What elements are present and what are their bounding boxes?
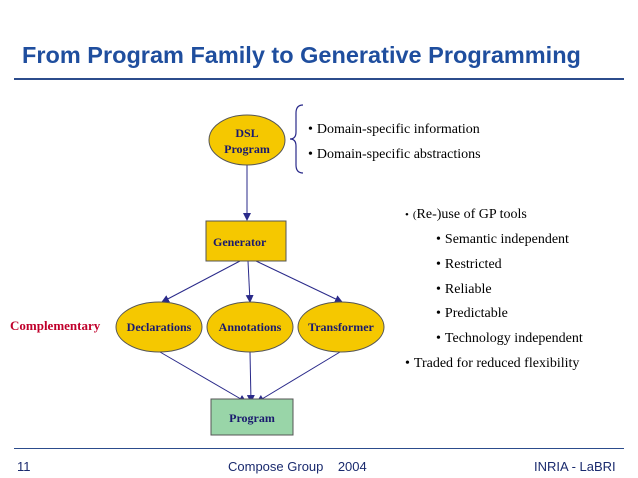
complementary-label: Complementary xyxy=(10,318,101,333)
bullet-icon: • xyxy=(436,257,441,272)
transformer-node xyxy=(297,301,385,353)
gp-sub-item-3: •Reliable xyxy=(436,282,492,297)
dsl-program-label-line2: Program xyxy=(224,142,270,156)
footer-rule xyxy=(14,448,624,449)
bullet-icon: • xyxy=(405,356,410,371)
bullet-icon: • xyxy=(308,147,313,162)
program-node xyxy=(210,398,294,436)
slide-title: From Program Family to Generative Progra… xyxy=(22,42,581,68)
footer-center: Compose Group 2004 xyxy=(228,459,367,474)
declarations-node xyxy=(115,301,203,353)
edge-transformer-program xyxy=(256,351,341,403)
edge-generator-annotations xyxy=(245,260,254,303)
brace-icon xyxy=(289,104,304,174)
footer-page-number: 11 xyxy=(17,459,31,474)
bullet-icon: • xyxy=(436,331,441,346)
edge-generator-declarations xyxy=(161,260,241,303)
dsl-program-node xyxy=(208,114,286,166)
generator-node xyxy=(205,220,287,262)
dsl-program-label-line1: DSL xyxy=(235,126,258,140)
title-underline xyxy=(14,78,624,80)
generator-label: Generator xyxy=(213,235,267,249)
edge-declarations-program xyxy=(159,351,247,403)
bullet-icon: • xyxy=(436,306,441,321)
bullet-icon: • xyxy=(405,209,409,221)
gp-sub-item-1: •Semantic independent xyxy=(436,232,569,247)
edge-annotations-program xyxy=(246,351,255,403)
bullet-icon: • xyxy=(308,122,313,137)
gp-sub-item-4: •Predictable xyxy=(436,306,508,321)
gp-sub-item-5: •Technology independent xyxy=(436,331,583,346)
gp-sub-item-2: •Restricted xyxy=(436,257,502,272)
transformer-label: Transformer xyxy=(308,320,374,334)
declarations-label: Declarations xyxy=(127,320,192,334)
footer-right: INRIA - LaBRI xyxy=(534,459,616,474)
program-label: Program xyxy=(229,411,275,425)
gp-traded-point: •Traded for reduced flexibility xyxy=(405,356,580,371)
dsl-point-2: •Domain-specific abstractions xyxy=(308,147,481,162)
dsl-point-1: •Domain-specific information xyxy=(308,122,480,137)
annotations-node xyxy=(206,301,294,353)
bullet-icon: • xyxy=(436,282,441,297)
annotations-label: Annotations xyxy=(219,320,282,334)
bullet-icon: • xyxy=(436,232,441,247)
gp-reuse-point: •(Re-)use of GP tools xyxy=(405,207,527,222)
edge-generator-transformer xyxy=(255,260,343,303)
